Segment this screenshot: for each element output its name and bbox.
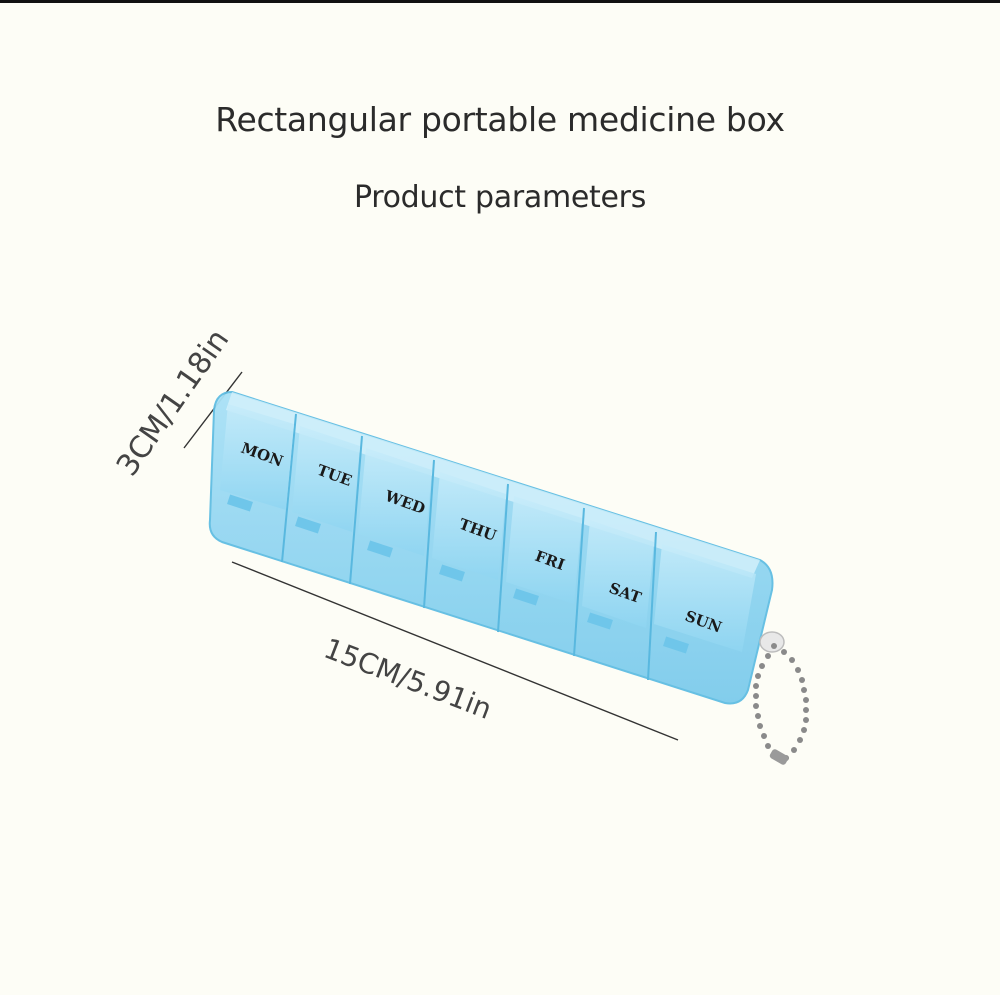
compartment-dividers: [281, 413, 657, 681]
page-title: Rectangular portable medicine box: [215, 100, 785, 139]
length-dimension-label: 15CM/5.91in: [319, 632, 496, 726]
page-subtitle: Product parameters: [353, 180, 647, 215]
compartment-lids: [220, 404, 756, 652]
lid-clasps: [227, 494, 689, 654]
keychain-ball-chain-icon: [753, 631, 809, 765]
medicine-box: [208, 390, 774, 705]
length-dimension-line: [231, 561, 679, 741]
box-top-rim: [226, 392, 760, 578]
top-border: [0, 0, 1000, 3]
